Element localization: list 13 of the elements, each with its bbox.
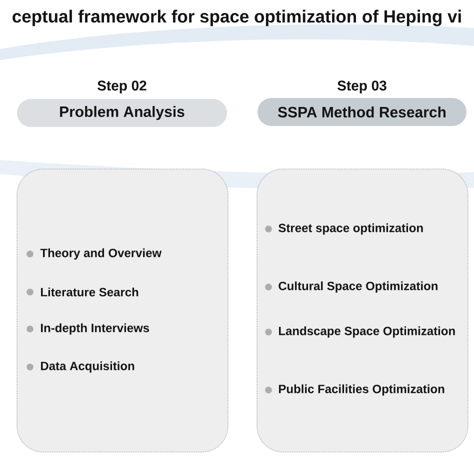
list-item: In-depth Interviews (41, 323, 150, 335)
pill-label: Problem Analysis (17, 99, 227, 127)
step-heading: Step 03 (338, 80, 386, 94)
step-heading: Step 02 (98, 80, 146, 94)
list-item: Data Acquisition (41, 361, 134, 373)
list-item: Public Facilities Optimization (279, 384, 444, 396)
list-item: Cultural Space Optimization (278, 281, 438, 293)
list-item: Street space optimization (278, 223, 423, 235)
list-item: Literature Search (41, 288, 138, 296)
list-item: Theory and Overview (40, 248, 162, 260)
pill-label: SSPA Method Research (258, 98, 466, 126)
title: ceptual framework for space optimization of Heping vi (12, 10, 461, 26)
list-item: Landscape Space Optimization (279, 326, 455, 338)
